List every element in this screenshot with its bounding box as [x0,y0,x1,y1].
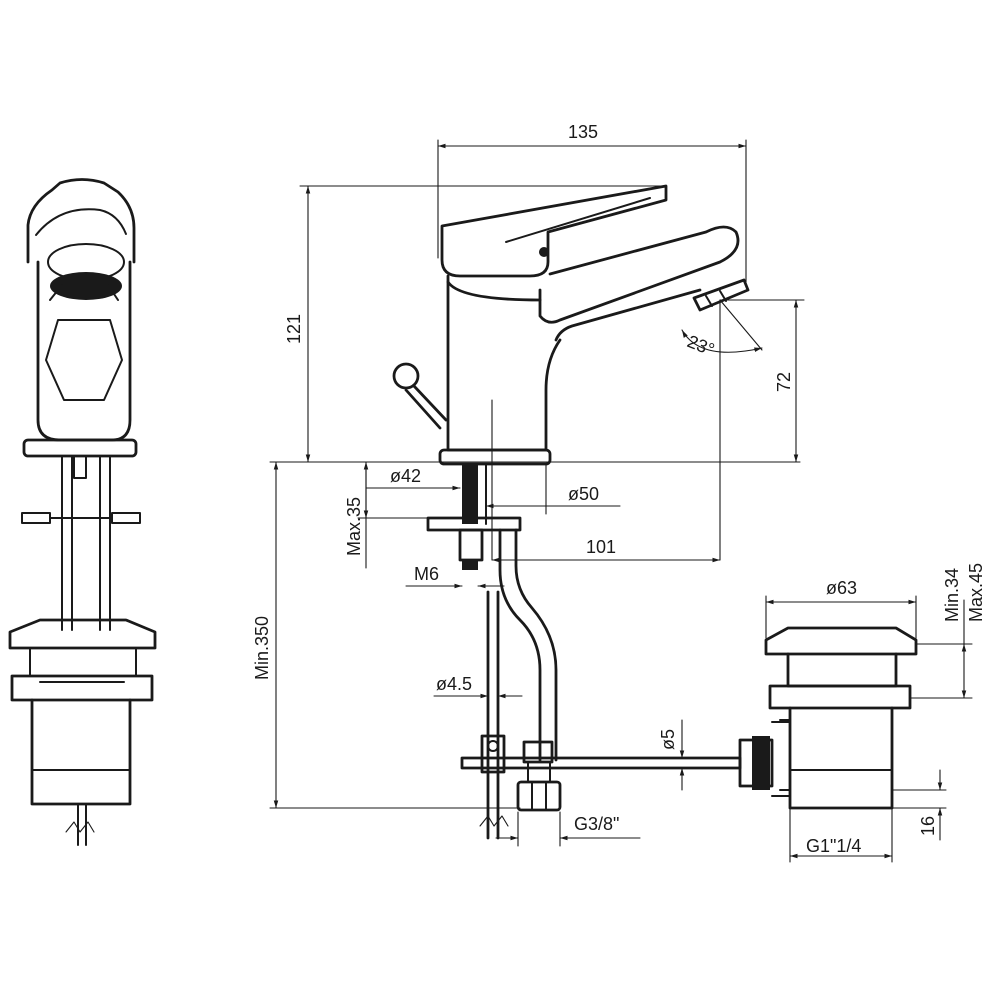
side-view [8,178,157,846]
label-overall-height: 121 [284,314,304,344]
label-spout-height: 72 [774,372,794,392]
label-waste-cap-diameter: ø63 [826,578,857,598]
label-waste-min-height: Min.34 [942,568,962,622]
label-waste-thread-length: 16 [918,816,938,836]
label-spout-angle: 23° [685,331,718,360]
dimension-labels: 135 121 72 23° ø42 ø50 Max.35 101 M6 Min… [252,122,986,856]
label-rod-diameter: ø4.5 [436,674,472,694]
label-base-diameter: ø50 [568,484,599,504]
pop-up-waste [738,626,918,810]
label-thread: M6 [414,564,439,584]
label-hole-diameter: ø42 [390,466,421,486]
label-waste-thread: G1"1/4 [806,836,861,856]
label-lever-rod-diameter: ø5 [658,729,678,750]
label-waste-max-height: Max.45 [966,563,986,622]
label-min-hose-length: Min.350 [252,616,272,680]
faucet-front-view [392,184,750,840]
dimension-lines [269,139,973,863]
label-overall-length: 135 [568,122,598,142]
label-spout-reach: 101 [586,537,616,557]
label-hose-connection: G3/8" [574,814,619,834]
label-max-deck-thickness: Max.35 [344,497,364,556]
